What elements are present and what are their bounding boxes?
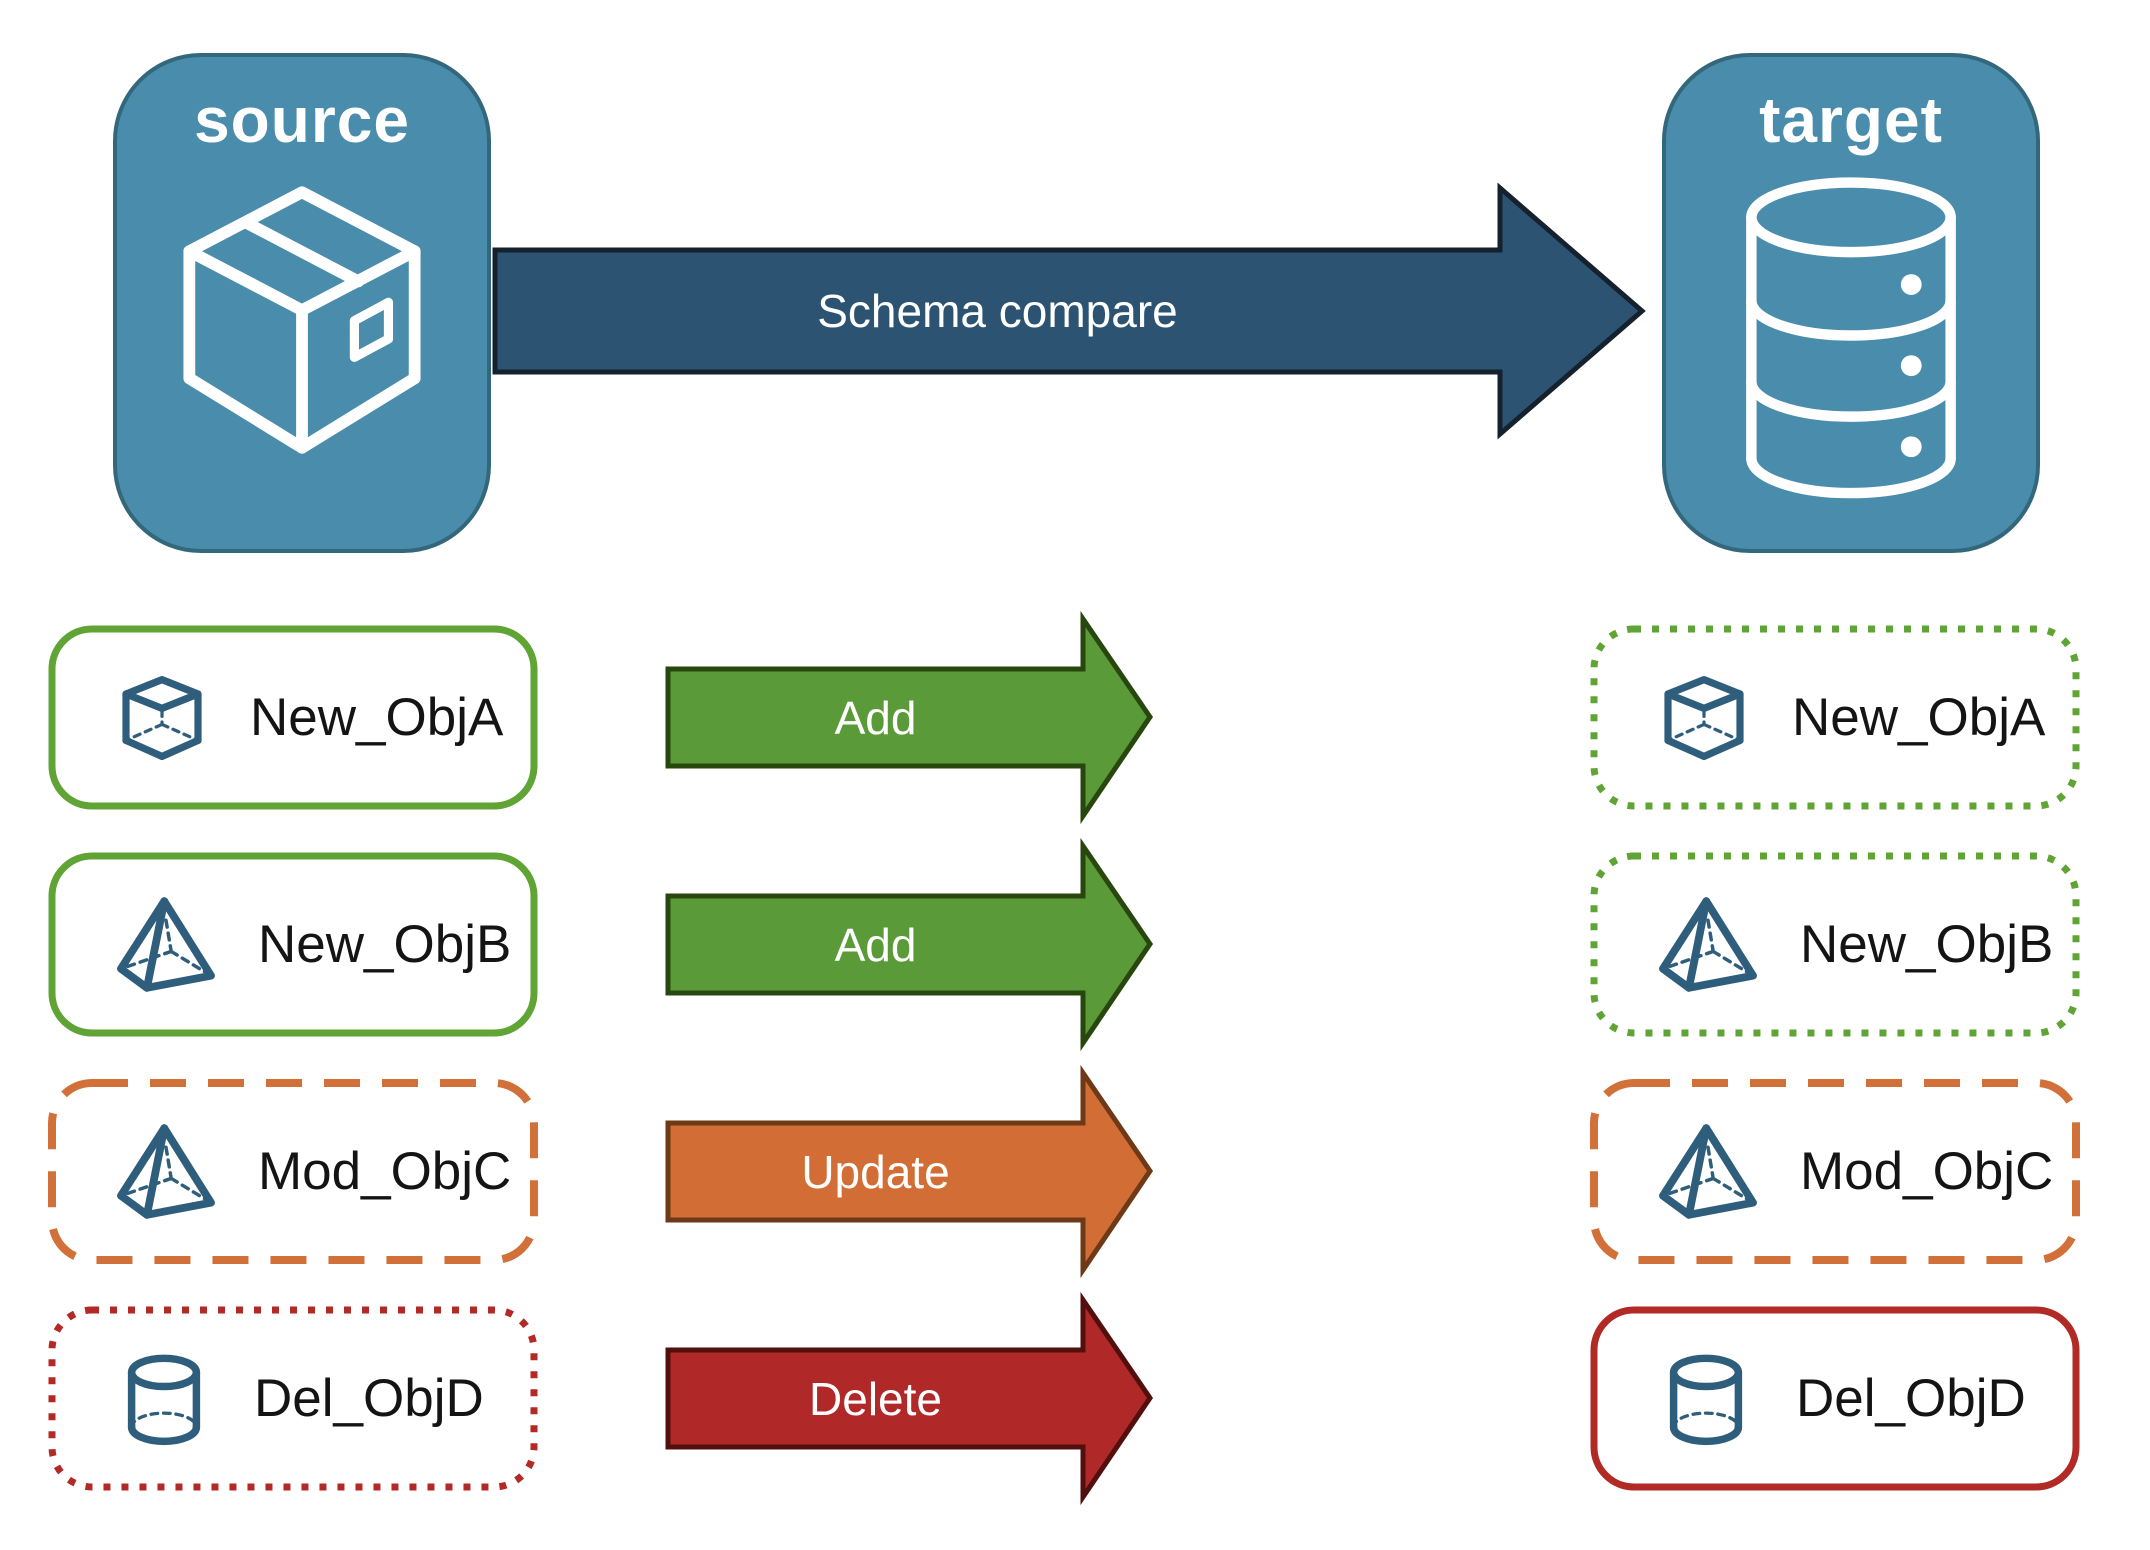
- delete-arrow: [665, 1291, 1154, 1506]
- source-object-box: Del_ObjD: [48, 1306, 538, 1491]
- object-label: New_ObjB: [258, 915, 512, 974]
- object-label: Del_ObjD: [254, 1369, 484, 1428]
- target-panel-label: target: [1759, 84, 1943, 156]
- pyramid-icon: [1656, 1123, 1760, 1220]
- source-panel-label: source: [194, 84, 410, 156]
- action-label: Delete: [809, 1372, 942, 1425]
- target-panel: target: [1662, 53, 2040, 553]
- object-label: New_ObjA: [1792, 688, 2046, 747]
- object-label: Mod_ObjC: [258, 1142, 512, 1201]
- add-arrow: [665, 610, 1154, 825]
- add-arrow: [665, 837, 1154, 1052]
- object-label: New_ObjB: [1800, 915, 2054, 974]
- pyramid-icon: [114, 896, 218, 993]
- target-object-box: Del_ObjD: [1590, 1306, 2080, 1491]
- action-label: Update: [801, 1145, 950, 1198]
- object-label: New_ObjA: [250, 688, 504, 747]
- object-label: Del_ObjD: [1796, 1369, 2026, 1428]
- pyramid-icon: [114, 1123, 218, 1220]
- cube-icon: [114, 674, 210, 762]
- box-border: [1590, 852, 2080, 1037]
- target-object-box: New_ObjA: [1590, 625, 2080, 810]
- update-arrow: [665, 1064, 1154, 1279]
- source-object-box: Mod_ObjC: [48, 1079, 538, 1264]
- pyramid-icon: [1656, 896, 1760, 993]
- target-object-box: Mod_ObjC: [1590, 1079, 2080, 1264]
- box-border: [48, 625, 538, 810]
- box-border: [48, 852, 538, 1037]
- action-label: Add: [834, 918, 917, 971]
- database-icon: [1735, 171, 1967, 507]
- schema-compare-label: Schema compare: [817, 285, 1178, 337]
- cube-icon: [1656, 674, 1752, 762]
- object-label: Mod_ObjC: [1800, 1142, 2054, 1201]
- box-border: [48, 1306, 538, 1491]
- action-label: Add: [834, 691, 917, 744]
- source-object-box: New_ObjA: [48, 625, 538, 810]
- box-border: [1590, 1306, 2080, 1491]
- cylinder-icon: [114, 1350, 214, 1448]
- box-border: [48, 1079, 538, 1264]
- cylinder-icon: [1656, 1350, 1756, 1448]
- package-icon: [171, 179, 433, 461]
- box-border: [1590, 1079, 2080, 1264]
- box-border: [1590, 625, 2080, 810]
- target-object-box: New_ObjB: [1590, 852, 2080, 1037]
- schema-compare-arrow: [492, 182, 1646, 440]
- source-panel: source: [113, 53, 491, 553]
- source-object-box: New_ObjB: [48, 852, 538, 1037]
